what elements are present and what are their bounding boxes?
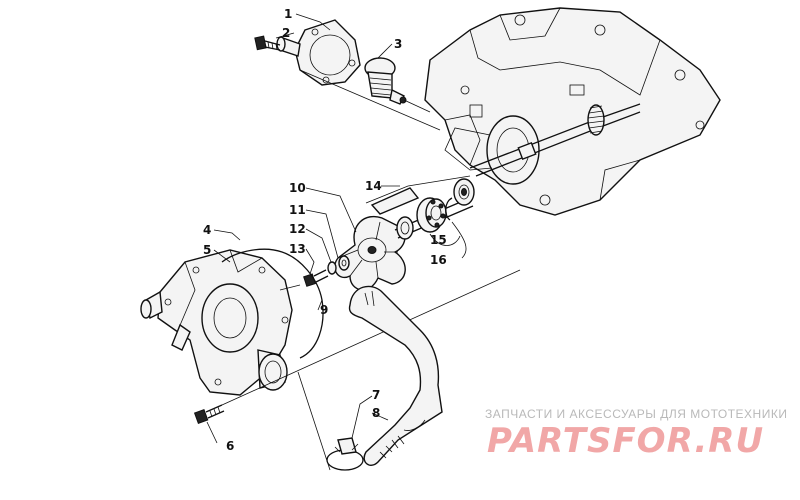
callout-15: 15 (430, 233, 447, 247)
callout-3: 3 (394, 37, 402, 51)
mechanical-seal (396, 216, 414, 240)
callout-8: 8 (372, 406, 380, 420)
centerline-clamp (297, 371, 331, 471)
impeller-washer (338, 255, 350, 271)
callout-14: 14 (365, 179, 382, 193)
housing-bolt (193, 404, 225, 424)
callout-12: 12 (289, 222, 306, 236)
watermark: ЗАПЧАСТИ И АКСЕССУАРЫ ДЛЯ МОТОТЕХНИКИ PA… (485, 407, 787, 461)
oil-seal (453, 178, 475, 206)
shaft-gear (587, 104, 605, 136)
centerline-thermostat (299, 69, 441, 131)
thermostat (364, 57, 407, 105)
centerline-thermostat-case (403, 99, 431, 113)
callout-7: 7 (372, 388, 380, 402)
centerline-bolt-13 (279, 284, 301, 291)
callout-labels: 1 2 3 4 5 6 7 8 9 10 11 12 13 14 15 16 (203, 7, 447, 453)
pump-gasket (221, 248, 324, 359)
callout-bracket-16 (451, 221, 467, 259)
cover-bolt (254, 35, 281, 51)
watermark-brand-logo: PARTSFOR.RU (487, 421, 764, 461)
callout-13: 13 (289, 242, 306, 256)
impeller (334, 215, 406, 291)
callout-4: 4 (203, 223, 211, 237)
coolant-hose (348, 285, 443, 466)
callout-5: 5 (203, 243, 211, 257)
callout-bracket-15 (429, 233, 461, 246)
impeller-washer-small (327, 261, 337, 275)
callout-1: 1 (284, 7, 292, 21)
callout-bracket-14 (365, 175, 471, 204)
callout-6: 6 (226, 439, 234, 453)
pump-housing (140, 249, 293, 396)
centerline-pump (221, 269, 521, 406)
callout-11: 11 (289, 203, 306, 217)
callout-9: 9 (320, 303, 328, 317)
engine-crankcase (424, 7, 721, 216)
callout-16: 16 (430, 253, 447, 267)
snap-ring (445, 197, 453, 221)
bearing (416, 197, 447, 233)
leader-lines (206, 13, 400, 444)
callout-2: 2 (282, 26, 290, 40)
watermark-tagline: ЗАПЧАСТИ И АКСЕССУАРЫ ДЛЯ МОТОТЕХНИКИ (485, 407, 787, 421)
callout-10: 10 (289, 181, 306, 195)
hose-clamp (326, 437, 364, 471)
